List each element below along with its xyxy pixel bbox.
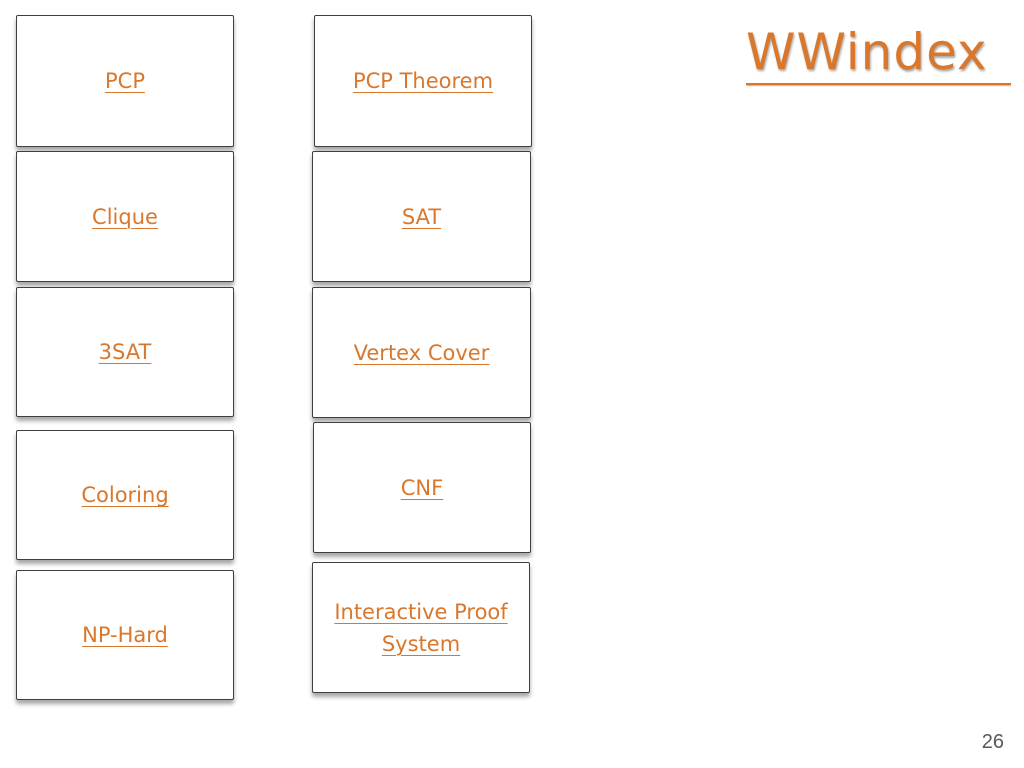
- slide-title: WWindex: [746, 23, 988, 81]
- card-3sat[interactable]: 3SAT: [16, 287, 234, 417]
- card-pcp-theorem[interactable]: PCP Theorem: [314, 15, 532, 147]
- card-pcp[interactable]: PCP: [16, 15, 234, 147]
- link-interactive-proof-system[interactable]: Interactive Proof System: [334, 599, 508, 656]
- title-underline: [746, 83, 1011, 85]
- card-np-hard[interactable]: NP-Hard: [16, 570, 234, 700]
- link-sat[interactable]: SAT: [401, 204, 442, 229]
- card-coloring[interactable]: Coloring: [16, 430, 234, 560]
- link-vertex-cover[interactable]: Vertex Cover: [353, 340, 490, 365]
- card-sat[interactable]: SAT: [312, 151, 531, 282]
- link-pcp-theorem[interactable]: PCP Theorem: [352, 69, 494, 93]
- card-vertex-cover[interactable]: Vertex Cover: [312, 287, 531, 418]
- card-clique[interactable]: Clique: [16, 151, 234, 282]
- link-coloring[interactable]: Coloring: [81, 483, 169, 507]
- link-np-hard[interactable]: NP-Hard: [82, 623, 168, 647]
- link-3sat[interactable]: 3SAT: [98, 340, 152, 364]
- slide-number: 26: [981, 731, 1004, 753]
- link-clique[interactable]: Clique: [92, 204, 158, 229]
- card-cnf[interactable]: CNF: [313, 422, 531, 553]
- link-cnf[interactable]: CNF: [400, 475, 444, 500]
- link-pcp[interactable]: PCP: [105, 69, 145, 93]
- card-interactive-proof-system[interactable]: Interactive Proof System: [312, 562, 530, 693]
